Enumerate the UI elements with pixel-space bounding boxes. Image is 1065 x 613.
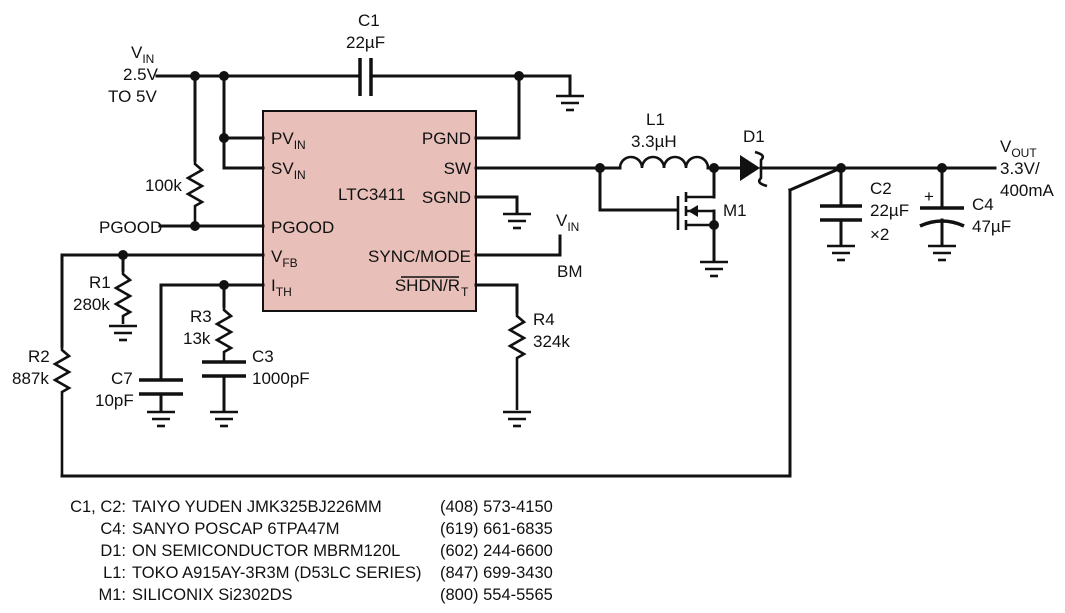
vout-value-2: 400mA	[1000, 181, 1055, 200]
bom-ref: M1:	[98, 586, 126, 604]
bom-table: C1, C2: TAIYO YUDEN JMK325BJ226MM (408) …	[70, 498, 553, 604]
capacitor-c1	[358, 58, 373, 96]
l1-ref: L1	[646, 110, 665, 129]
bom-row: L1: TOKO A915AY-3R3M (D53LC SERIES) (847…	[103, 564, 553, 582]
c4-ref: C4	[972, 195, 994, 214]
ic-name: LTC3411	[338, 185, 405, 204]
r3-ref: R3	[190, 307, 212, 326]
c3-ref: C3	[252, 347, 274, 366]
bom-row: M1: SILICONIX Si2302DS (800) 554-5565	[98, 586, 552, 604]
mosfet-m1	[676, 166, 716, 262]
ground-symbol	[210, 410, 238, 428]
resistor-100k	[185, 160, 205, 226]
bom-row: D1: ON SEMICONDUCTOR MBRM120L (602) 244-…	[100, 542, 553, 560]
bom-part: TOKO A915AY-3R3M (D53LC SERIES)	[132, 564, 421, 582]
bom-part: ON SEMICONDUCTOR MBRM120L	[132, 542, 400, 560]
bom-phone: (800) 554-5565	[440, 586, 553, 604]
resistor-r2	[52, 346, 72, 476]
pin-shdn-rt: SHDN/R	[395, 276, 460, 295]
c1-ref: C1	[358, 11, 380, 30]
pin-pgood: PGOOD	[271, 218, 334, 237]
pin-sgnd: SGND	[422, 188, 471, 207]
vout-label: VOUT	[1000, 137, 1037, 160]
pin-pvin: PVIN	[271, 129, 306, 152]
r-pullup-value: 100k	[145, 176, 182, 195]
vin-range-1: 2.5V	[123, 65, 159, 84]
ground-symbol	[700, 260, 728, 278]
r4-ref: R4	[533, 310, 555, 329]
pin-shdn-rt-sub: T	[461, 285, 469, 299]
bom-phone: (602) 244-6600	[440, 542, 553, 560]
c2-multiplier: ×2	[870, 225, 889, 244]
pin-vfb: VFB	[271, 247, 298, 270]
d1-ref: D1	[743, 127, 765, 146]
sync-bm-label: BM	[557, 262, 583, 281]
ground-symbol	[503, 410, 531, 428]
c3-value: 1000pF	[252, 369, 310, 388]
c7-value: 10pF	[95, 391, 134, 410]
bom-part: SILICONIX Si2302DS	[132, 586, 293, 604]
pgood-net-label: PGOOD	[99, 218, 162, 237]
ground-symbol	[827, 244, 855, 262]
bom-row: C4: SANYO POSCAP 6TPA47M (619) 661-6835	[100, 520, 553, 538]
ground-symbol	[556, 94, 584, 112]
pin-sw: SW	[444, 159, 471, 178]
junction-dots	[118, 71, 947, 290]
c2-ref: C2	[870, 179, 892, 198]
ground-symbol	[109, 324, 137, 342]
bom-part: TAIYO YUDEN JMK325BJ226MM	[132, 498, 382, 516]
bom-phone: (619) 661-6835	[440, 520, 553, 538]
l1-value: 3.3µH	[631, 132, 677, 151]
bom-ref: C4:	[100, 520, 126, 538]
r4-value: 324k	[533, 332, 570, 351]
m1-ref: M1	[723, 201, 747, 220]
pin-svin: SVIN	[271, 159, 306, 182]
vin-range-2: TO 5V	[108, 87, 157, 106]
capacitor-c2	[820, 166, 862, 246]
resistor-r3	[214, 306, 234, 362]
c7-ref: C7	[111, 369, 133, 388]
sync-vin-label: VIN	[556, 211, 579, 234]
c1-value: 22µF	[346, 33, 385, 52]
bom-row: C1, C2: TAIYO YUDEN JMK325BJ226MM (408) …	[70, 498, 553, 516]
r1-ref: R1	[89, 273, 111, 292]
ground-symbol	[503, 212, 531, 230]
c2-value: 22µF	[870, 201, 909, 220]
r1-value: 280k	[73, 295, 110, 314]
pin-sync-mode: SYNC/MODE	[368, 247, 471, 266]
r2-ref: R2	[28, 347, 50, 366]
vin-label: VIN	[131, 43, 154, 66]
resistor-r4	[507, 312, 527, 410]
resistor-r1	[113, 270, 133, 324]
pin-pgnd: PGND	[422, 129, 471, 148]
bom-ref: L1:	[103, 564, 126, 582]
bom-ref: C1, C2:	[70, 498, 126, 516]
vout-value-1: 3.3V/	[1000, 159, 1040, 178]
bom-part: SANYO POSCAP 6TPA47M	[132, 520, 340, 538]
c4-value: 47µF	[972, 217, 1011, 236]
capacitor-c7	[139, 378, 183, 412]
capacitor-c4	[919, 166, 965, 246]
pin-ith: ITH	[271, 276, 292, 299]
inductor-l1	[618, 155, 710, 169]
bom-phone: (847) 699-3430	[440, 564, 553, 582]
bom-phone: (408) 573-4150	[440, 498, 553, 516]
ground-symbol	[147, 410, 175, 428]
c4-plus-sign: +	[924, 187, 934, 206]
bom-ref: D1:	[100, 542, 126, 560]
r2-value: 887k	[12, 369, 49, 388]
r3-value: 13k	[183, 329, 211, 348]
ground-symbol	[928, 244, 956, 262]
capacitor-c3	[202, 360, 246, 412]
